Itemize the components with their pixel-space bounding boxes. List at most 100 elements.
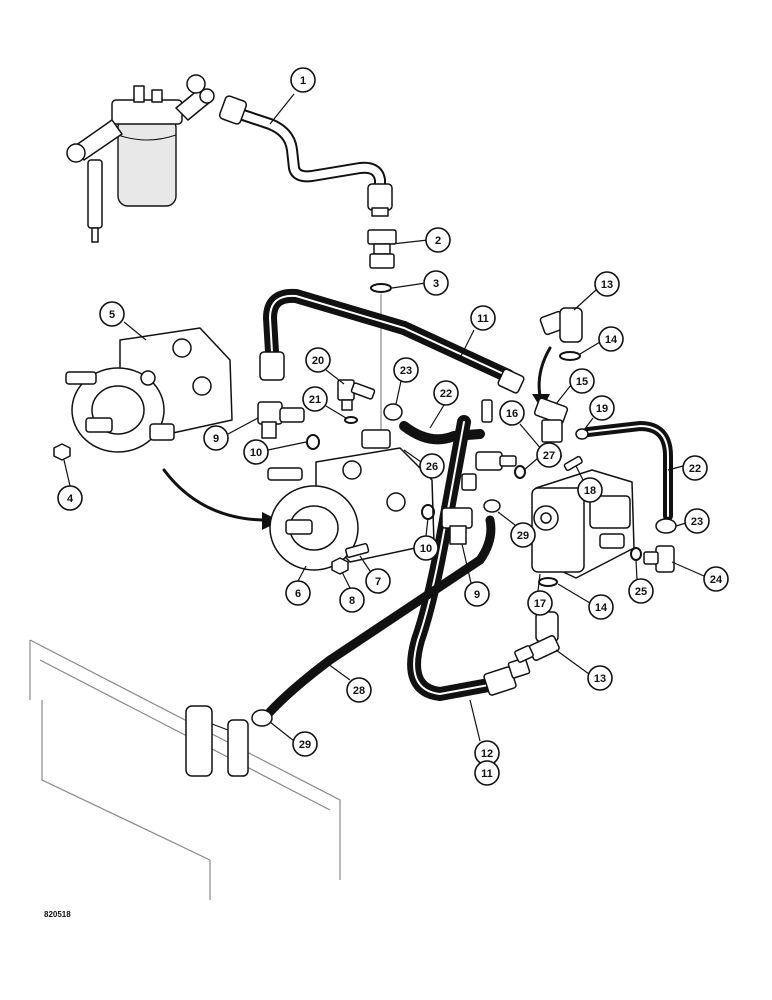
callout-circle [589,395,615,421]
callout-25: 25 [628,578,654,604]
callout-8: 8 [339,587,365,613]
hose-small [399,421,673,521]
callout-number: 6 [295,588,301,600]
callout-number: 10 [250,447,262,459]
callout-24: 24 [703,566,729,592]
callout-circle [393,357,419,383]
callout-circle [423,270,449,296]
callout-number: 28 [353,685,365,697]
callout-5: 5 [99,301,125,327]
callout-circle [588,594,614,620]
callout-circle [569,368,595,394]
callout-23: 23 [684,508,710,534]
steel-tube [218,95,393,217]
callout-number: 25 [635,586,647,598]
callout-circle [99,301,125,327]
callout-circle [290,67,316,93]
callout-number: 11 [481,768,493,780]
elbow-fittings-right [532,307,583,461]
callout-circle [413,535,439,561]
callout-number: 7 [375,576,381,588]
callout-number: 18 [584,485,596,497]
callout-circle [419,453,445,479]
callout-number: 13 [594,673,606,685]
callout-circle [577,477,603,503]
callout-circle [464,581,490,607]
callout-9: 9 [203,425,229,451]
callout-number: 2 [435,235,441,247]
callout-circle [339,587,365,613]
callout-circle [203,425,229,451]
callout-number: 1 [300,75,306,87]
callout-circle [292,731,318,757]
callout-number: 22 [689,463,701,475]
callout-22: 22 [682,455,708,481]
callout-10: 10 [413,535,439,561]
callout-17: 17 [527,590,553,616]
callout-number: 15 [576,376,588,388]
callout-19: 19 [589,395,615,421]
leader-lines [63,93,705,742]
hydraulic-tank [29,639,341,900]
callout-circle [433,380,459,406]
callout-2: 2 [425,227,451,253]
callout-circle [587,665,613,691]
callout-18: 18 [577,477,603,503]
callout-circle [536,442,562,468]
artwork [29,74,677,900]
callout-circle [243,439,269,465]
callout-circle [628,578,654,604]
callout-1: 1 [290,67,316,93]
callout-28: 28 [346,677,372,703]
elbow-fitting-lower [514,611,560,663]
callout-number: 26 [426,461,438,473]
valve-fitting [461,399,526,491]
callout-number: 4 [67,493,74,505]
callout-number: 27 [543,450,555,462]
callout-29: 29 [292,731,318,757]
pump-assembly-center [267,429,435,575]
callout-number: 8 [349,595,355,607]
callout-circle [285,580,311,606]
callout-21: 21 [302,386,328,412]
nut [53,443,71,461]
callout-number: 17 [534,598,546,610]
tee-fitting-center [441,507,473,545]
callout-27: 27 [536,442,562,468]
callout-number: 11 [477,313,489,325]
callout-number: 21 [309,394,321,406]
callout-circle [302,386,328,412]
callout-circle [474,760,500,786]
callout-number: 29 [517,530,529,542]
callout-23: 23 [393,357,419,383]
callout-3: 3 [423,270,449,296]
hose-clamp [383,403,403,421]
callout-14: 14 [598,326,624,352]
callout-circle [499,400,525,426]
callout-number: 9 [474,589,480,601]
elbow-fitting-20 [337,379,376,424]
callout-11: 11 [474,760,500,786]
callout-circle [684,508,710,534]
pump-assembly-upper [65,327,233,453]
callout-26: 26 [419,453,445,479]
callout-circle [703,566,729,592]
callout-number: 5 [109,309,115,321]
callout-circle [598,326,624,352]
callout-circle [510,522,536,548]
hose-lower-loop [407,415,531,701]
callout-number: 19 [596,403,608,415]
callout-number: 22 [440,388,452,400]
callout-number: 24 [710,574,723,586]
callout-circle [305,347,331,373]
callout-circle [527,590,553,616]
callout-number: 9 [213,433,219,445]
tee-fitting-left [257,401,320,450]
callout-number: 14 [595,602,608,614]
callout-15: 15 [569,368,595,394]
callout-number: 10 [420,543,432,555]
callout-13: 13 [587,665,613,691]
callout-13: 13 [594,271,620,297]
callout-circle [425,227,451,253]
